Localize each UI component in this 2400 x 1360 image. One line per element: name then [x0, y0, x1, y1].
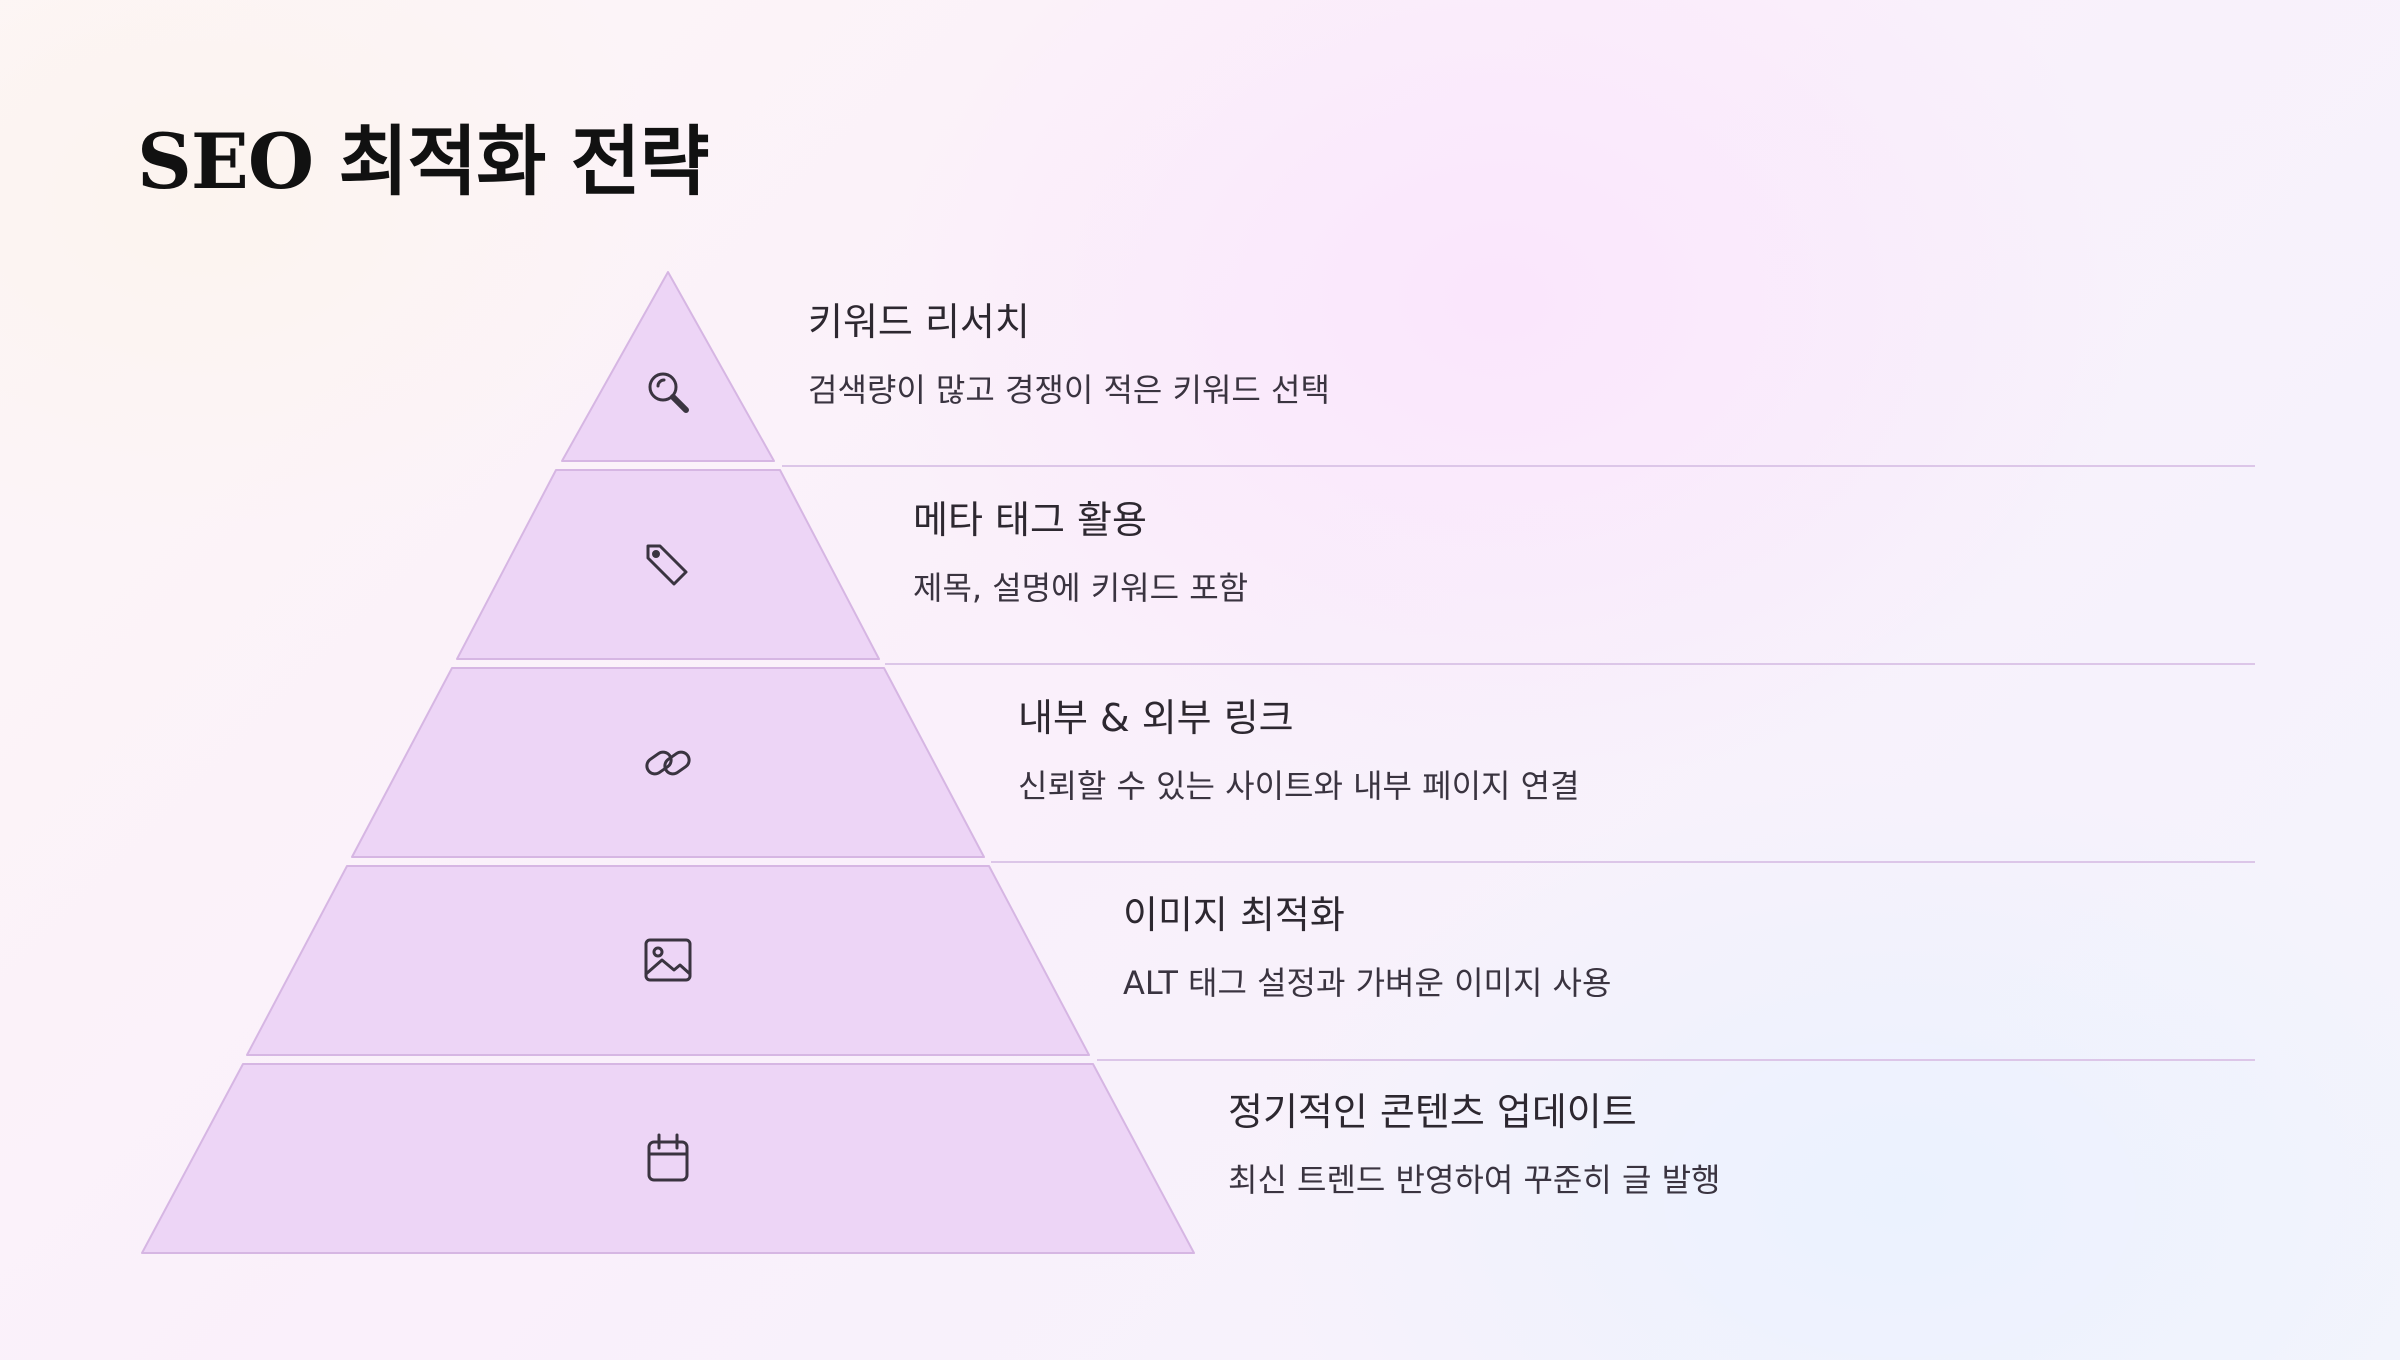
pyramid-tier-4	[246, 865, 1090, 1056]
tier-meta-tags: 메타 태그 활용 제목, 설명에 키워드 포함	[913, 496, 1248, 608]
pyramid-tier-5	[141, 1063, 1195, 1254]
tier-image-optimization: 이미지 최적화 ALT 태그 설정과 가벼운 이미지 사용	[1123, 891, 1611, 1003]
pyramid-tier-1	[561, 271, 775, 462]
pyramid-tier-3	[351, 667, 985, 858]
tier-description: 신뢰할 수 있는 사이트와 내부 페이지 연결	[1018, 767, 1580, 805]
tag-icon	[646, 544, 688, 586]
tier-heading: 이미지 최적화	[1123, 893, 1345, 937]
calendar-icon	[647, 1133, 689, 1182]
search-icon	[648, 372, 689, 413]
tier-heading: 키워드 리서치	[808, 300, 1030, 344]
tier-heading: 내부 & 외부 링크	[1018, 696, 1294, 740]
tier-links: 내부 & 외부 링크 신뢰할 수 있는 사이트와 내부 페이지 연결	[1018, 694, 1580, 806]
image-icon	[644, 938, 692, 982]
link-icon	[645, 750, 691, 776]
pyramid-tier-2	[456, 469, 880, 660]
tier-description: 최신 트렌드 반영하여 꾸준히 글 발행	[1228, 1161, 1721, 1199]
tier-description: 제목, 설명에 키워드 포함	[913, 569, 1249, 607]
tier-keyword-research: 키워드 리서치 검색량이 많고 경쟁이 적은 키워드 선택	[808, 298, 1330, 410]
page-title: SEO 최적화 전략	[137, 117, 710, 206]
tier-heading: 메타 태그 활용	[913, 498, 1147, 542]
tier-heading: 정기적인 콘텐츠 업데이트	[1228, 1090, 1637, 1134]
tier-content-updates: 정기적인 콘텐츠 업데이트 최신 트렌드 반영하여 꾸준히 글 발행	[1228, 1088, 1720, 1200]
tier-description: 검색량이 많고 경쟁이 적은 키워드 선택	[808, 371, 1330, 409]
tier-description: ALT 태그 설정과 가벼운 이미지 사용	[1123, 964, 1612, 1002]
